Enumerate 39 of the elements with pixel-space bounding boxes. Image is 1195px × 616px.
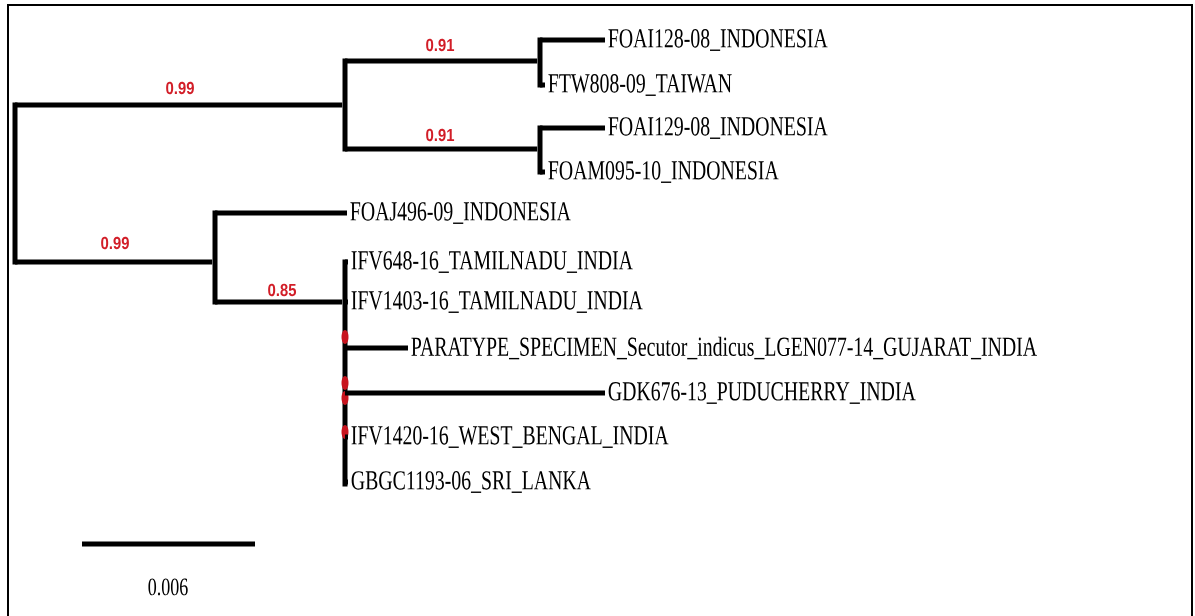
support-value: 0.99 <box>101 236 129 250</box>
scale-label: 0.006 <box>148 578 188 596</box>
support-value: 0.91 <box>426 128 455 142</box>
branch <box>345 299 348 305</box>
branch <box>15 259 213 265</box>
branch <box>540 125 605 131</box>
leaf-label: IFV648-16_TAMILNADU_INDIA <box>351 251 633 273</box>
tree-node-bar <box>537 125 543 175</box>
branch <box>345 434 348 440</box>
tree-node-bar <box>341 259 349 487</box>
branch <box>540 37 605 43</box>
support-value: 0.85 <box>268 283 297 297</box>
leaf-label: IFV1403-16_TAMILNADU_INDIA <box>351 291 643 313</box>
branch <box>215 210 347 216</box>
tree-node-bar <box>537 37 543 88</box>
tree-node-bar <box>12 102 18 265</box>
leaf-label: GDK676-13_PUDUCHERRY_INDIA <box>608 382 916 404</box>
support-value: 0.91 <box>426 38 455 52</box>
leaf-label: FOAI128-08_INDONESIA <box>608 29 828 51</box>
branch <box>540 169 545 175</box>
leaf-label: FOAI129-08_INDONESIA <box>608 117 828 139</box>
support-value: 0.99 <box>166 81 194 95</box>
branch <box>215 299 343 305</box>
branch <box>540 82 545 88</box>
branch <box>15 102 343 108</box>
leaf-label: PARATYPE_SPECIMEN_Secutor_indicus_LGEN077-14_GUJARAT_INDIA <box>411 336 1037 360</box>
leaf-label: FOAM095-10_INDONESIA <box>548 161 779 183</box>
branch <box>345 58 538 64</box>
leaf-label: IFV1420-16_WEST_BENGAL_INDIA <box>351 426 669 448</box>
leaf-label: GBGC1193-06_SRI_LANKA <box>351 471 591 493</box>
leaf-label: FTW808-09_TAIWAN <box>548 74 732 96</box>
branch <box>345 345 408 351</box>
tree-node-bar <box>212 210 218 305</box>
branch <box>345 259 348 265</box>
tree-node-bar <box>342 58 348 152</box>
branch <box>345 479 348 485</box>
leaf-label: FOAJ496-09_INDONESIA <box>350 202 571 224</box>
branch <box>345 390 605 396</box>
branch <box>345 146 538 152</box>
